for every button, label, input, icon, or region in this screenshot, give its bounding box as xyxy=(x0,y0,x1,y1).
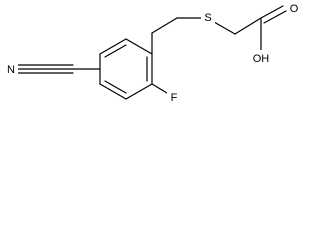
carbonyl-oxygen-label: O xyxy=(290,3,299,15)
nitrile-nitrogen-label: N xyxy=(7,64,15,76)
bond-ch2-to-ch2 xyxy=(151,17,178,34)
carbonyl-bond-1 xyxy=(260,5,284,19)
bond-ch2-to-carboxyl-c xyxy=(234,17,262,35)
sulfur-label: S xyxy=(204,12,211,24)
atom-labels: N F S O OH xyxy=(4,1,301,105)
structure-diagram: N F S O OH xyxy=(4,1,301,105)
side-chain xyxy=(151,5,287,55)
ring-bond-c6-c1-inner xyxy=(104,44,127,58)
ring-bond-c3-c4 xyxy=(125,83,153,100)
ring-bond-c4-c5 xyxy=(99,83,127,100)
ring-bond-c6-c1 xyxy=(99,38,127,55)
benzene-ring xyxy=(99,38,153,100)
hydroxyl-label: OH xyxy=(253,53,270,65)
fluorine-label: F xyxy=(171,92,178,104)
ring-bond-c1-c2 xyxy=(125,38,153,55)
bond-sulfur-to-ch2 xyxy=(213,21,236,35)
nitrile-group xyxy=(17,64,101,74)
carbonyl-bond-2 xyxy=(263,10,287,24)
ring-bond-c4-c5-inner xyxy=(104,80,127,94)
